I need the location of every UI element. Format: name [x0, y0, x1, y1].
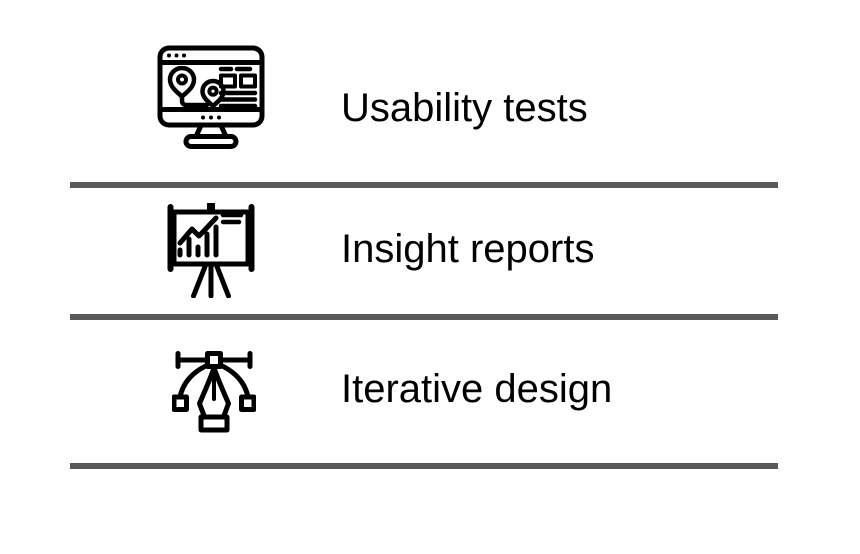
pen-tool-icon: [172, 347, 256, 437]
monitor-map-icon: [157, 45, 265, 151]
row-label-usability-tests: Usability tests: [341, 86, 588, 130]
row-label-insight-reports: Insight reports: [341, 227, 595, 271]
row-divider: [70, 463, 778, 469]
row-divider: [70, 182, 778, 188]
row-divider: [70, 314, 778, 320]
presentation-chart-icon: [166, 202, 256, 298]
row-label-iterative-design: Iterative design: [341, 367, 613, 411]
